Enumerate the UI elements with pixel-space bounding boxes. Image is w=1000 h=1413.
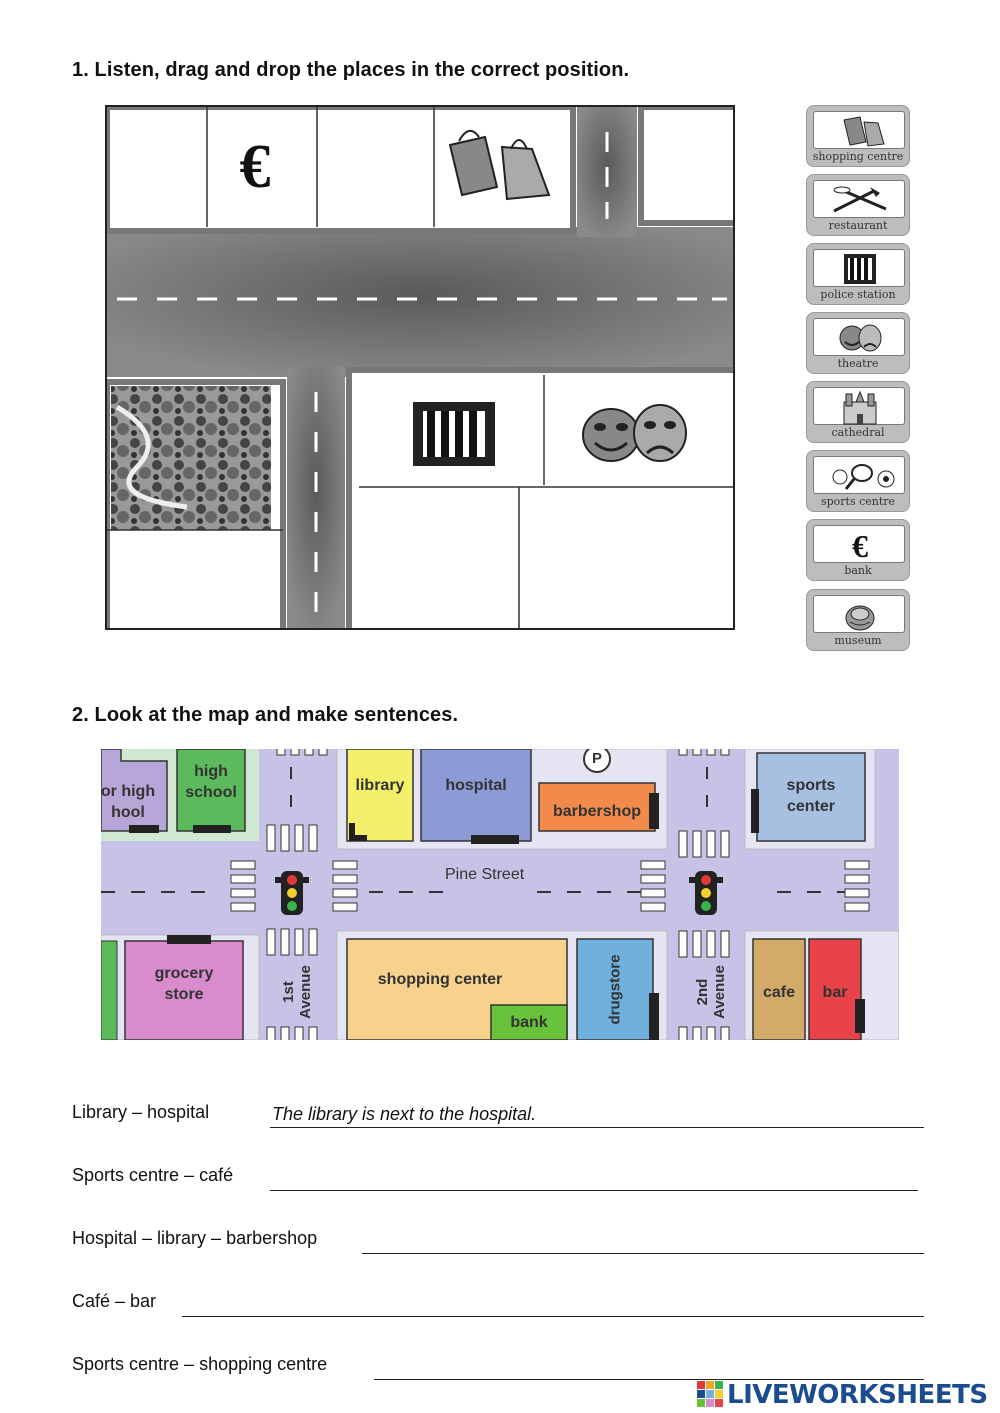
sentence-prompt: Sports centre – shopping centre [72,1354,328,1374]
tile-label: restaurant [828,219,888,232]
shopping-bags-icon [843,116,885,147]
liveworksheets-logo-icon [697,1381,723,1407]
cafe-label: cafe [762,984,796,1001]
map-theatre-masks-icon [582,404,687,462]
answer-input-1[interactable] [270,1102,924,1128]
shopping-center-label: shopping center [377,971,503,988]
tile-cathedral[interactable]: cathedral [806,381,910,443]
junior-high-school-label: or high hool [101,783,156,821]
grocery-store-label: grocery store [154,965,214,1003]
bar-label: bar [822,984,848,1001]
answer-input-4[interactable] [182,1291,924,1317]
sentence-prompt: Library – hospital [72,1102,210,1122]
tile-label: museum [834,634,882,647]
tile-restaurant[interactable]: restaurant [806,174,910,236]
tile-museum[interactable]: museum [806,589,910,651]
liveworksheets-logo: LIVEWORKSHEETS [697,1380,988,1410]
exercise1-heading: 1. Listen, drag and drop the places in t… [72,59,630,81]
map-prison-bars-icon [413,402,495,466]
map-shopping-bags-icon [448,130,551,201]
sentence-row-4: Café – bar [72,1291,932,1317]
tile-label: cathedral [831,426,885,439]
tile-bank[interactable]: € bank [806,519,910,581]
theatre-masks-icon [839,324,882,352]
traffic-light-right-icon [689,871,723,915]
tile-label: bank [844,564,872,577]
traffic-light-left-icon [275,871,309,915]
sentence-row-5: Sports centre – shopping centre [72,1354,932,1380]
fork-knife-icon [833,186,887,213]
svg-text:€: € [852,528,868,564]
sports-center-label: sports center [786,777,836,815]
sentence-prompt: Sports centre – café [72,1165,234,1185]
cathedral-icon [843,390,877,425]
second-avenue-label: 2nd Avenue [694,965,728,1019]
map-euro-icon: € [240,133,271,201]
sentence-row-2: Sports centre – café [72,1165,932,1191]
answer-input-2[interactable] [270,1165,918,1191]
bank-label: bank [510,1014,548,1031]
pine-street-label: Pine Street [445,866,525,883]
sentence-row-1: Library – hospital [72,1102,932,1128]
prison-bars-icon [844,254,876,284]
drop-map[interactable]: € [105,105,735,630]
sentence-row-3: Hospital – library – barbershop [72,1228,932,1254]
answer-input-3[interactable] [362,1228,924,1254]
tile-label: sports centre [820,495,896,508]
library-label: library [355,777,405,794]
euro-icon: € [852,528,868,564]
city-map: or high hool high school library hospita… [101,749,899,1040]
high-school-label: high school [185,763,237,801]
tile-theatre[interactable]: theatre [806,312,910,374]
barbershop-label: barbershop [552,803,641,820]
drugstore-label: drugstore [606,954,624,1025]
tile-label: theatre [837,357,879,370]
hospital-label: hospital [445,777,507,794]
tile-shopping-centre[interactable]: shopping centre [806,105,910,167]
tile-police-station[interactable]: police station [806,243,910,305]
answer-input-5[interactable] [374,1354,924,1380]
sports-ball-icon [832,464,895,490]
brand-name: LIVEWORKSHEETS [727,1380,988,1410]
exercise2-heading: 2. Look at the map and make sentences. [72,704,459,726]
first-avenue-label: 1st Avenue [280,965,314,1019]
tile-label: police station [820,288,896,301]
sentence-prompt: Hospital – library – barbershop [72,1228,318,1248]
sentence-prompt: Café – bar [72,1291,157,1311]
parking-icon: P [591,750,602,767]
tile-sports-centre[interactable]: sports centre [806,450,910,512]
museum-icon [845,605,875,631]
tile-label: shopping centre [812,150,904,163]
